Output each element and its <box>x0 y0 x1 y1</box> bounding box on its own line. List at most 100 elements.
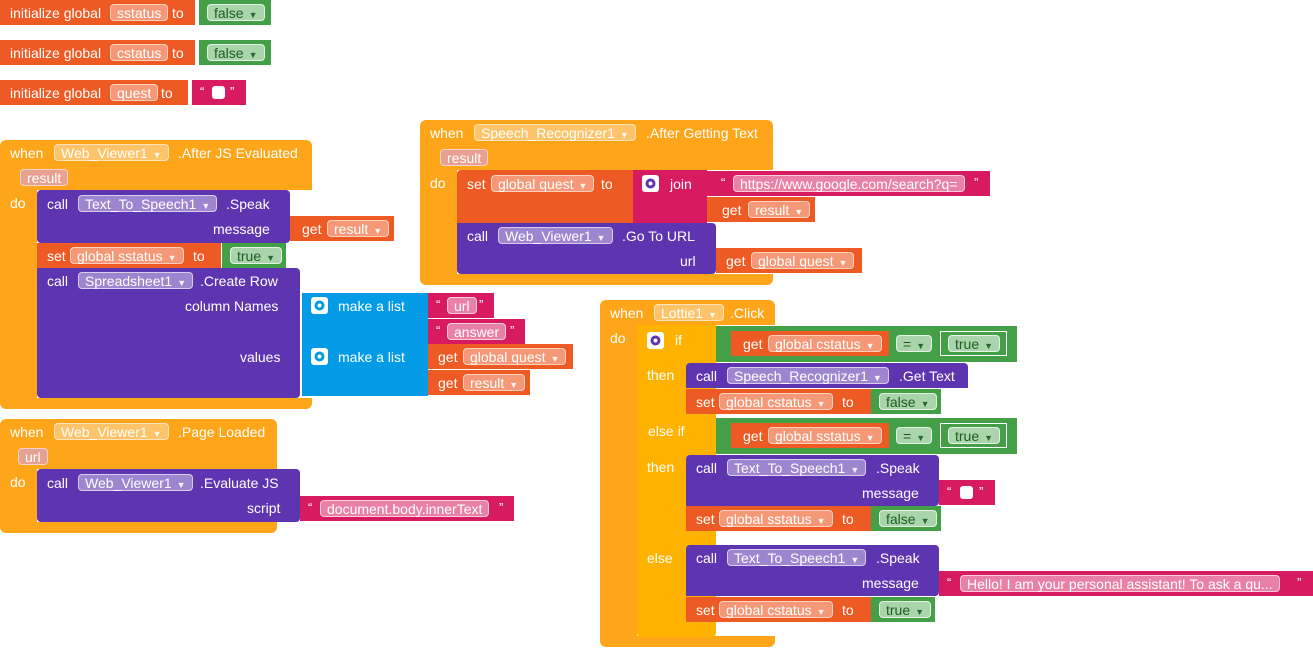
call-go-to-url-block[interactable]: call Web_Viewer1▼ .Go To URL url <box>457 223 716 274</box>
method-name: .Speak <box>226 196 270 212</box>
init-global-sstatus-block[interactable]: initialize global sstatus to <box>0 0 195 25</box>
event-param-result[interactable]: result <box>20 169 69 186</box>
mutator-gear-icon[interactable] <box>311 297 328 314</box>
variable-dropdown[interactable]: result▼ <box>463 374 526 391</box>
text-url-block[interactable]: “ url ” <box>428 293 494 318</box>
var-name-field[interactable]: sstatus <box>110 4 169 21</box>
text-field[interactable]: Hello! I am your personal assistant! To … <box>960 575 1280 592</box>
component-dropdown[interactable]: Text_To_Speech1▼ <box>727 549 867 566</box>
get-global-cstatus-block[interactable]: get global cstatus▼ <box>731 331 889 356</box>
component-dropdown[interactable]: Speech_Recognizer1▼ <box>474 124 636 141</box>
component-dropdown[interactable]: Web_Viewer1▼ <box>78 474 193 491</box>
get-result-block[interactable]: get result▼ <box>290 216 394 241</box>
bool-dropdown[interactable]: true▼ <box>948 427 1001 444</box>
text-field[interactable]: answer <box>447 323 507 340</box>
get-global-sstatus-block[interactable]: get global sstatus▼ <box>731 423 889 448</box>
component-dropdown[interactable]: Speech_Recognizer1▼ <box>727 367 889 384</box>
mutator-gear-icon[interactable] <box>642 175 659 192</box>
variable-dropdown[interactable]: result▼ <box>748 201 811 218</box>
text-answer-block[interactable]: “ answer ” <box>428 319 525 344</box>
call-create-row-block[interactable]: call Spreadsheet1▼ .Create Row column Na… <box>37 268 300 398</box>
true-block[interactable]: true▼ <box>940 331 1007 356</box>
get-result-block[interactable]: get result▼ <box>707 197 815 222</box>
variable-dropdown[interactable]: global cstatus▼ <box>719 393 833 410</box>
component-dropdown[interactable]: Web_Viewer1▼ <box>54 144 169 161</box>
empty-text-block[interactable]: “ ” <box>192 80 246 105</box>
variable-dropdown[interactable]: global quest▼ <box>463 348 567 365</box>
variable-dropdown[interactable]: global cstatus▼ <box>719 601 833 618</box>
call-evaluate-js-block[interactable]: call Web_Viewer1▼ .Evaluate JS script <box>37 469 300 522</box>
make-list-block[interactable]: make a list <box>302 344 428 396</box>
event-name: .Page Loaded <box>178 424 266 440</box>
var-name-field[interactable]: cstatus <box>110 44 169 61</box>
component-dropdown[interactable]: Text_To_Speech1▼ <box>727 459 867 476</box>
false-block[interactable]: false▼ <box>871 389 941 414</box>
bool-dropdown[interactable]: true▼ <box>948 335 1001 352</box>
empty-text-field[interactable] <box>212 86 225 99</box>
call-get-text-block[interactable]: call Speech_Recognizer1▼ .Get Text <box>686 363 968 388</box>
text-google-url-block[interactable]: “ https://www.google.com/search?q= ” <box>707 171 990 196</box>
call-speak-block[interactable]: call Text_To_Speech1▼ .Speak message <box>686 545 939 596</box>
bool-dropdown[interactable]: true▼ <box>230 247 283 264</box>
component-dropdown[interactable]: Text_To_Speech1▼ <box>78 195 218 212</box>
bool-dropdown[interactable]: false▼ <box>207 4 265 21</box>
variable-dropdown[interactable]: global sstatus▼ <box>768 427 882 444</box>
component-dropdown[interactable]: Spreadsheet1▼ <box>78 272 194 289</box>
text-field[interactable]: document.body.innerText <box>320 500 490 517</box>
mutator-gear-icon[interactable] <box>311 348 328 365</box>
false-block[interactable]: false▼ <box>871 506 941 531</box>
var-name-field[interactable]: quest <box>110 84 159 101</box>
bool-dropdown[interactable]: false▼ <box>207 44 265 61</box>
variable-dropdown[interactable]: global quest▼ <box>751 252 855 269</box>
text-field[interactable]: url <box>447 297 477 314</box>
component-dropdown[interactable]: Web_Viewer1▼ <box>54 423 169 440</box>
bool-dropdown[interactable]: false▼ <box>879 510 937 527</box>
event-block-page-loaded[interactable]: when Web_Viewer1▼ .Page Loaded url <box>0 419 277 469</box>
equals-operator[interactable]: =▼ <box>896 427 933 445</box>
event-param-url[interactable]: url <box>18 448 48 465</box>
variable-dropdown[interactable]: global cstatus▼ <box>768 335 882 352</box>
to-keyword: to <box>193 248 205 264</box>
variable-dropdown[interactable]: global sstatus▼ <box>70 247 184 264</box>
true-block[interactable]: true▼ <box>871 597 935 622</box>
make-list-block[interactable]: make a list <box>302 293 428 344</box>
text-greeting-block[interactable]: “ Hello! I am your personal assistant! T… <box>939 571 1313 596</box>
set-cstatus-block[interactable]: set global cstatus▼ to <box>686 597 871 622</box>
true-block[interactable]: true▼ <box>940 423 1007 448</box>
variable-dropdown[interactable]: global quest▼ <box>491 175 595 192</box>
init-global-cstatus-block[interactable]: initialize global cstatus to <box>0 40 195 65</box>
empty-text-block[interactable]: “ ” <box>939 480 995 505</box>
event-block-after-js-evaluated[interactable]: when Web_Viewer1▼ .After JS Evaluated re… <box>0 140 312 190</box>
event-block-after-getting-text[interactable]: when Speech_Recognizer1▼ .After Getting … <box>420 120 773 170</box>
set-cstatus-block[interactable]: set global cstatus▼ to <box>686 389 871 414</box>
bool-dropdown[interactable]: true▼ <box>879 601 932 618</box>
do-keyword: do <box>430 175 446 191</box>
event-param-result[interactable]: result <box>440 149 489 166</box>
join-block[interactable]: join <box>633 170 707 223</box>
true-block[interactable]: true▼ <box>222 243 286 268</box>
variable-dropdown[interactable]: global sstatus▼ <box>719 510 833 527</box>
variable-dropdown[interactable]: result▼ <box>327 220 390 237</box>
set-sstatus-block[interactable]: set global sstatus▼ to <box>37 243 221 268</box>
method-name: .Speak <box>876 550 920 566</box>
component-dropdown[interactable]: Web_Viewer1▼ <box>498 227 613 244</box>
set-sstatus-block[interactable]: set global sstatus▼ to <box>686 506 871 531</box>
false-block[interactable]: false▼ <box>199 40 271 65</box>
bool-dropdown[interactable]: false▼ <box>879 393 937 410</box>
component-dropdown[interactable]: Lottie1▼ <box>654 304 724 321</box>
event-block-lottie-click[interactable]: when Lottie1▼ .Click <box>600 300 775 325</box>
get-result-block[interactable]: get result▼ <box>428 370 530 395</box>
equals-operator[interactable]: =▼ <box>896 335 933 353</box>
get-global-quest-block[interactable]: get global quest▼ <box>428 344 573 369</box>
text-script-block[interactable]: “ document.body.innerText ” <box>300 496 514 521</box>
init-global-quest-block[interactable]: initialize global quest to <box>0 80 188 105</box>
mutator-gear-icon[interactable] <box>647 332 664 349</box>
call-speak-block[interactable]: call Text_To_Speech1▼ .Speak message <box>37 190 290 243</box>
call-speak-block[interactable]: call Text_To_Speech1▼ .Speak message <box>686 455 939 506</box>
get-keyword: get <box>438 349 458 365</box>
false-block[interactable]: false▼ <box>199 0 271 25</box>
empty-text-field[interactable] <box>960 486 973 499</box>
text-field[interactable]: https://www.google.com/search?q= <box>733 175 965 192</box>
set-global-quest-block[interactable]: set global quest▼ to <box>457 170 633 223</box>
get-global-quest-block[interactable]: get global quest▼ <box>716 248 862 273</box>
